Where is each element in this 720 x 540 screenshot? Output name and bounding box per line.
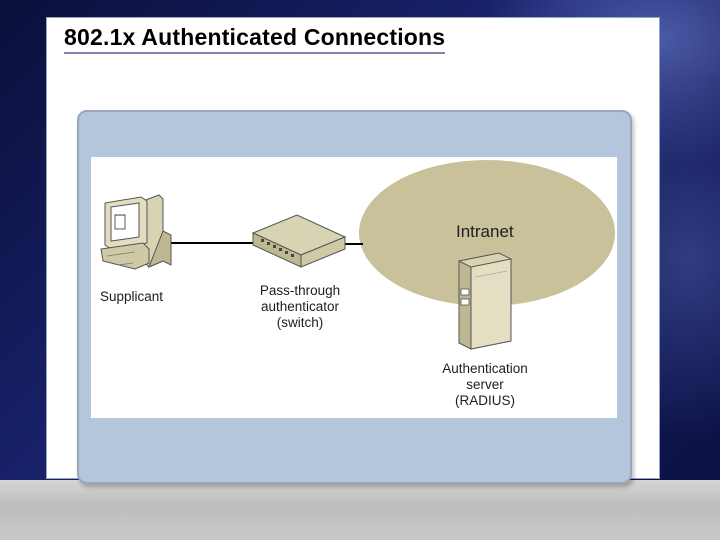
network-switch-icon [253, 215, 345, 267]
footer-divider [0, 480, 720, 540]
authenticator-label-line-2: authenticator [248, 299, 352, 315]
server-label-line-3: (RADIUS) [432, 393, 538, 409]
authenticator-label-line-3: (switch) [248, 315, 352, 331]
server-tower-icon [459, 253, 511, 349]
server-label: Authentication server (RADIUS) [432, 361, 538, 409]
intranet-label: Intranet [456, 222, 514, 242]
server-label-line-1: Authentication [432, 361, 538, 377]
network-diagram [91, 157, 617, 418]
supplicant-label-text: Supplicant [100, 289, 163, 304]
supplicant-label: Supplicant [100, 289, 163, 305]
desktop-computer-icon [101, 195, 171, 269]
server-label-line-2: server [432, 377, 538, 393]
authenticator-label-line-1: Pass-through [248, 283, 352, 299]
diagram-canvas [91, 157, 617, 418]
authenticator-label: Pass-through authenticator (switch) [248, 283, 352, 331]
slide-title: 802.1x Authenticated Connections [64, 24, 445, 54]
